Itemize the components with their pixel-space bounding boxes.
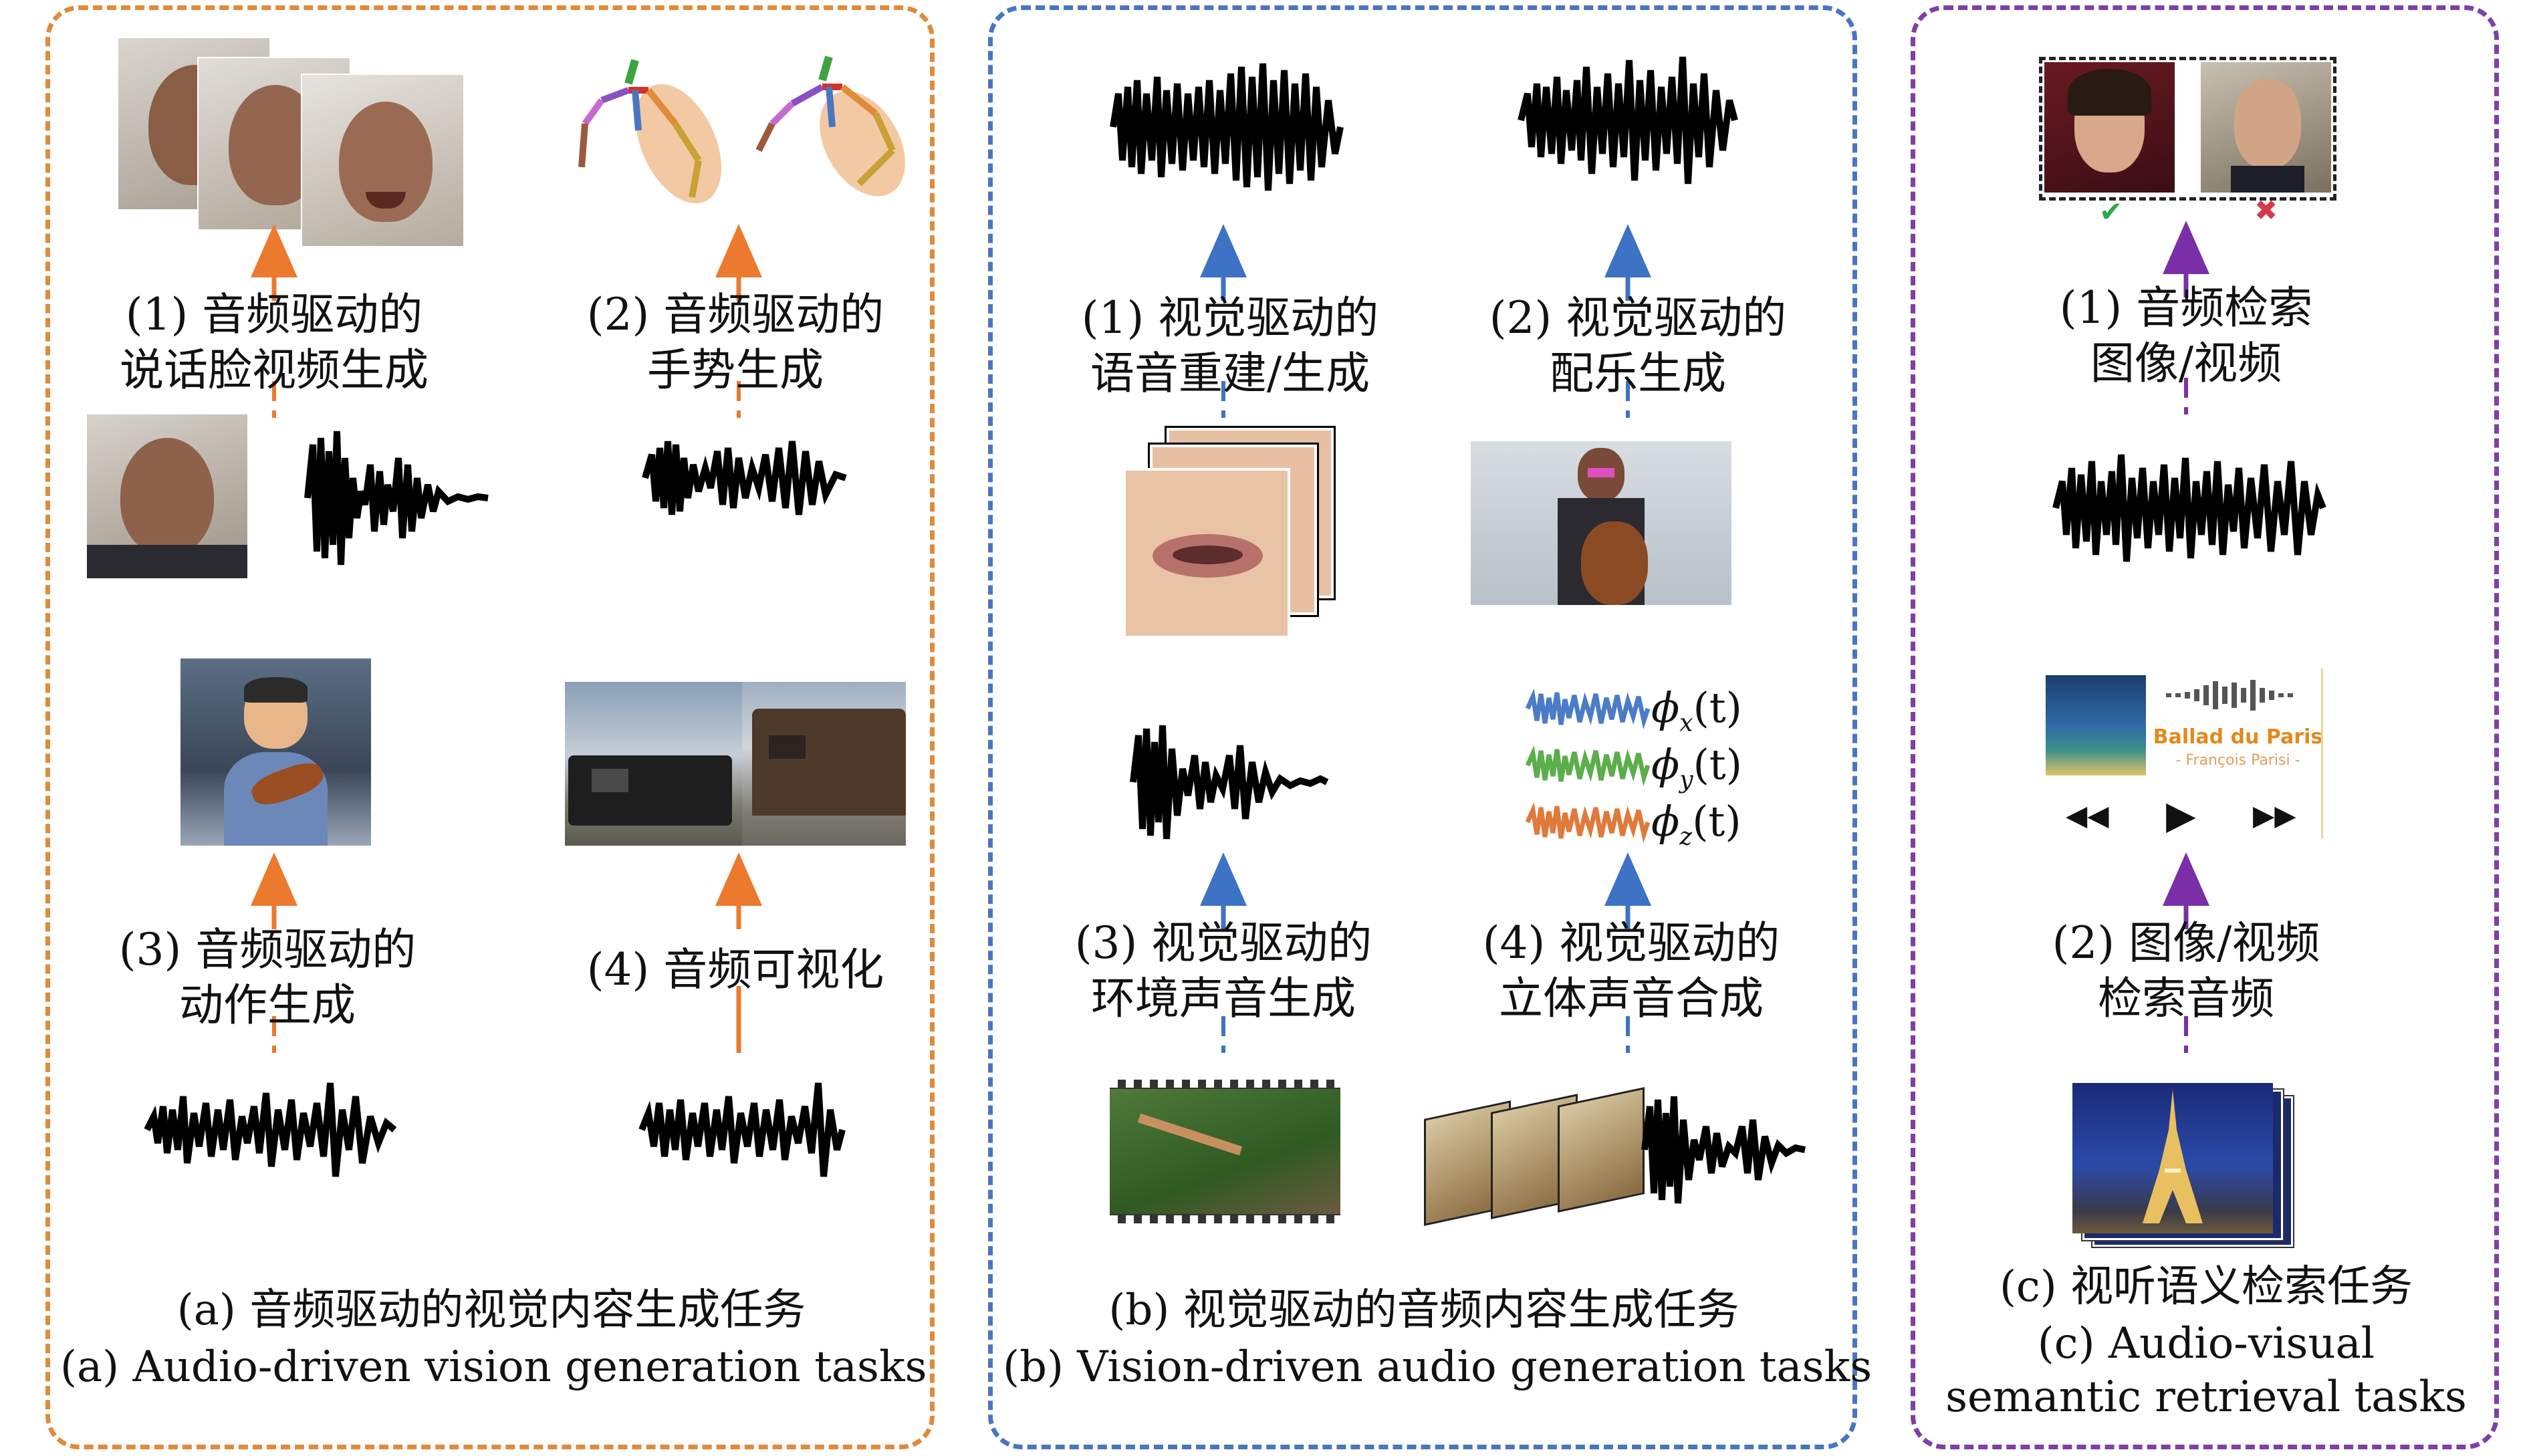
- task-c2-line2: 检索音频: [2098, 972, 2274, 1024]
- task-a3-line1: (3) 音频驱动的: [118, 924, 416, 975]
- task-b2-line1: (2) 视觉驱动的: [1489, 292, 1787, 344]
- task-a1-label: (1) 音频驱动的 说话脸视频生成: [94, 287, 455, 398]
- gesture-skeleton-1: [578, 59, 722, 204]
- phi-x-arg: (t): [1693, 683, 1742, 732]
- task-b4-line1: (4) 视觉驱动的: [1482, 917, 1780, 969]
- arrow-up-a1: [251, 224, 297, 418]
- task-b2-label: (2) 视觉驱动的 配乐生成: [1457, 291, 1818, 401]
- train-image-1: [565, 682, 742, 846]
- talking-face-frame-3: [301, 74, 465, 247]
- check-icon: ✔: [2099, 195, 2123, 228]
- phi-z-arg: (t): [1692, 797, 1741, 846]
- music-player[interactable]: Ballad du Paris - François Parisi - ◀◀ ▶…: [2039, 669, 2323, 839]
- caption-c-en-line1: (c) Audio-visual: [2037, 1319, 2375, 1368]
- task-c1-line2: 图像/视频: [2090, 337, 2282, 389]
- audio-levels-icon: [2166, 680, 2293, 711]
- task-c1-line1: (1) 音频检索: [2059, 282, 2313, 334]
- caption-c-en-line2: semantic retrieval tasks: [1945, 1372, 2467, 1422]
- phi-y-sub: y: [1679, 766, 1693, 794]
- arrow-up-a3: [251, 852, 297, 1053]
- arrow-up-b1: [1200, 224, 1247, 418]
- fast-forward-icon[interactable]: ▶▶: [2253, 799, 2296, 832]
- cross-icon: ✖: [2254, 194, 2278, 227]
- waveform-b4: [1641, 1096, 1806, 1204]
- task-a3-label: (3) 音频驱动的 动作生成: [87, 923, 448, 1033]
- task-c1-label: (1) 音频检索 图像/视频: [2006, 281, 2367, 391]
- task-b1-line2: 语音重建/生成: [1090, 347, 1370, 399]
- panel-a-frame: [45, 5, 935, 1449]
- panel-b-frame: [988, 5, 1857, 1449]
- task-a2-line2: 手势生成: [647, 344, 824, 396]
- caption-c-cn: (c) 视听语义检索任务: [1999, 1262, 2413, 1312]
- phi-z-sub: z: [1679, 823, 1693, 851]
- arrow-up-c2: [2163, 852, 2209, 1053]
- waveform-a3: [144, 1082, 397, 1177]
- task-b4-label: (4) 视觉驱动的 立体声音合成: [1451, 916, 1812, 1026]
- waveform-a1: [304, 431, 489, 566]
- arrow-up-a2: [715, 224, 762, 418]
- waveform-phi-x: [1525, 688, 1651, 730]
- lip-frame-front: [1123, 468, 1290, 638]
- waveform-b3: [1130, 725, 1329, 840]
- task-c2-line1: (2) 图像/视频: [2052, 917, 2320, 969]
- phi-y-symbol: ϕ: [1651, 740, 1680, 789]
- phi-z-label: ϕz(t): [1651, 796, 1741, 852]
- phi-x-sub: x: [1679, 709, 1693, 737]
- play-icon[interactable]: ▶: [2166, 792, 2196, 838]
- arrow-up-c1: [2163, 221, 2209, 414]
- phi-x-symbol: ϕ: [1651, 683, 1680, 732]
- waveform-c1: [2052, 454, 2326, 562]
- task-c2-label: (2) 图像/视频 检索音频: [2006, 916, 2367, 1026]
- room-frame-3: [1558, 1087, 1645, 1213]
- phi-z-symbol: ϕ: [1651, 797, 1680, 846]
- arrow-up-a4: [715, 852, 762, 1053]
- train-image-2: [742, 682, 906, 846]
- input-face-image: [87, 414, 247, 578]
- track-title: Ballad du Paris: [2153, 725, 2323, 749]
- task-a2-line1: (2) 音频驱动的: [586, 289, 884, 340]
- task-b3-line1: (3) 视觉驱动的: [1074, 917, 1372, 969]
- task-b4-line2: 立体声音合成: [1499, 972, 1764, 1024]
- rewind-icon[interactable]: ◀◀: [2066, 799, 2109, 832]
- arrow-up-b4: [1604, 852, 1651, 1053]
- task-a3-line2: 动作生成: [179, 979, 356, 1031]
- caption-a-en: (a) Audio-driven vision generation tasks: [60, 1342, 927, 1392]
- waveform-a2: [642, 441, 847, 515]
- retrieved-face-wrong: [2201, 62, 2331, 193]
- arrow-up-b3: [1200, 852, 1247, 1053]
- task-a2-label: (2) 音频驱动的 手势生成: [555, 287, 916, 398]
- caption-a-cn: (a) 音频驱动的视觉内容生成任务: [176, 1286, 806, 1335]
- environment-film-strip: [1110, 1080, 1340, 1223]
- waveform-a4: [638, 1082, 846, 1177]
- eiffel-tower-image: [2072, 1083, 2273, 1233]
- phi-y-arg: (t): [1693, 740, 1742, 789]
- phi-y-label: ϕy(t): [1651, 739, 1742, 795]
- task-b3-label: (3) 视觉驱动的 环境声音生成: [1043, 916, 1404, 1026]
- album-cover: [2046, 675, 2146, 775]
- eiffel-tower-icon: [2143, 1090, 2203, 1223]
- arrow-up-b2: [1604, 224, 1651, 418]
- panel-c-frame: [1911, 5, 2499, 1449]
- task-b1-label: (1) 视觉驱动的 语音重建/生成: [1050, 291, 1411, 401]
- avatar-violin-image: [180, 658, 371, 846]
- caption-b-en: (b) Vision-driven audio generation tasks: [1003, 1342, 1873, 1392]
- waveform-b2: [1518, 56, 1738, 185]
- task-b2-line2: 配乐生成: [1550, 347, 1726, 399]
- task-a1-line2: 说话脸视频生成: [120, 344, 429, 396]
- waveform-phi-z: [1525, 802, 1651, 844]
- task-b3-line2: 环境声音生成: [1091, 972, 1356, 1024]
- waveform-b1: [1110, 63, 1344, 191]
- track-artist: - François Parisi -: [2175, 752, 2300, 769]
- waveform-phi-y: [1525, 745, 1651, 787]
- task-b1-line1: (1) 视觉驱动的: [1081, 292, 1379, 344]
- task-a4-label: (4) 音频可视化: [555, 943, 916, 998]
- caption-b-cn: (b) 视觉驱动的音频内容生成任务: [1108, 1286, 1739, 1335]
- cello-player-image: [1471, 441, 1731, 605]
- task-a4-line1: (4) 音频可视化: [586, 944, 884, 995]
- task-a1-line1: (1) 音频驱动的: [125, 289, 423, 340]
- gesture-skeleton-2: [755, 55, 905, 197]
- phi-x-label: ϕx(t): [1651, 682, 1742, 738]
- retrieved-face-correct: [2044, 62, 2175, 193]
